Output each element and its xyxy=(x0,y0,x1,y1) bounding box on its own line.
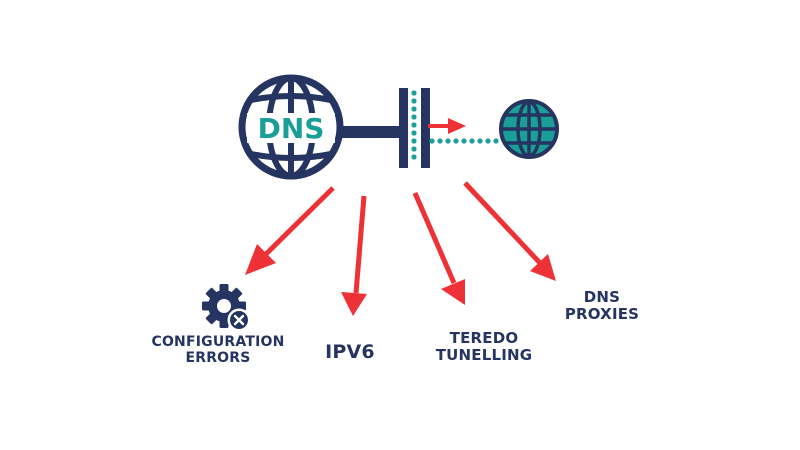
label-teredo-tunelling: TEREDO TUNELLING xyxy=(432,330,536,364)
label-proxies-line-1: DNS xyxy=(583,288,621,306)
arrow-to-teredo xyxy=(412,192,465,305)
dotted-path xyxy=(411,90,499,160)
label-ipv6-text: IPV6 xyxy=(325,341,375,363)
label-ipv6: IPV6 xyxy=(318,341,382,363)
arrow-to-dns-proxies xyxy=(463,181,556,281)
redirect-arrow xyxy=(428,118,466,134)
dns-label: DNS xyxy=(258,112,325,145)
label-configuration-line-2: ERRORS xyxy=(185,349,251,366)
label-configuration-line-1: CONFIGURATION xyxy=(151,334,285,350)
connector-bar xyxy=(336,126,400,138)
label-dns-proxies: DNS PROXIES xyxy=(562,289,642,323)
dns-globe-icon: DNS xyxy=(238,74,344,180)
label-proxies-line-2: PROXIES xyxy=(564,304,640,323)
arrow-to-ipv6 xyxy=(341,195,367,316)
label-configuration-errors: CONFIGURATION ERRORS xyxy=(138,334,298,366)
firewall-gap-icon xyxy=(399,88,430,168)
gear-error-icon xyxy=(202,284,251,332)
label-teredo-line-1: TEREDO xyxy=(449,329,519,347)
arrow-to-configuration-errors xyxy=(245,186,335,275)
label-teredo-line-2: TUNELLING xyxy=(435,345,533,364)
target-globe-icon xyxy=(499,99,559,159)
